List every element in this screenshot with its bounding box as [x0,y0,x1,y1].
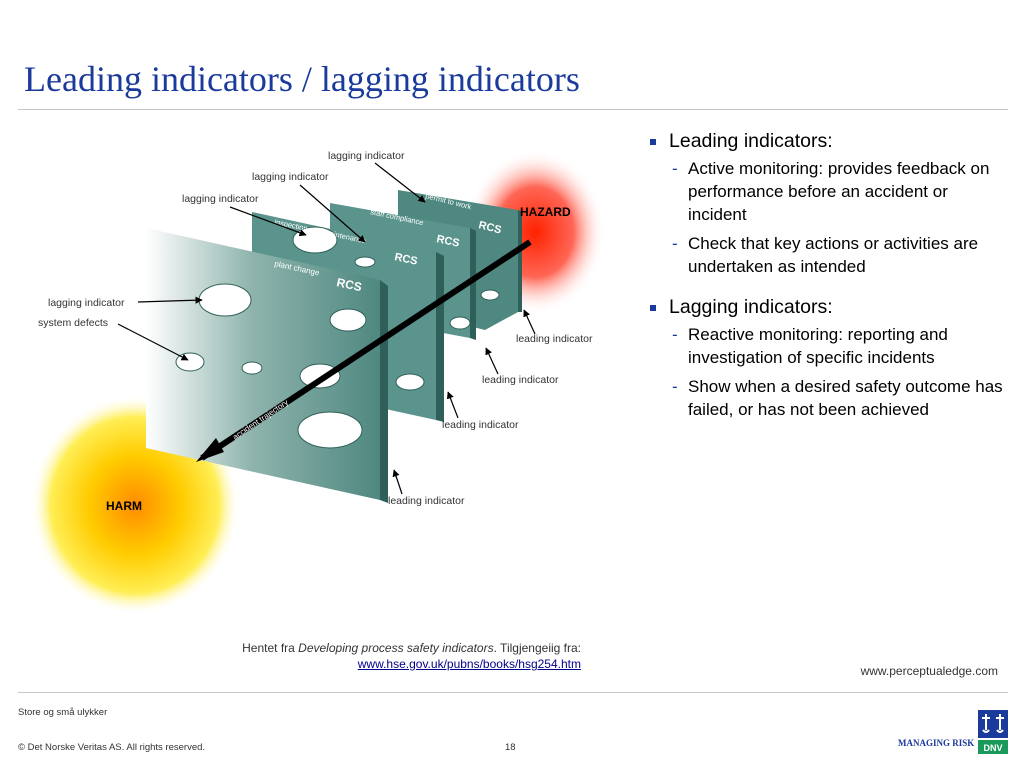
footer-course: Store og små ulykker [18,707,108,718]
lagging-indicator-label: lagging indicator [328,150,405,162]
harm-label: HARM [106,499,142,513]
bullet-square-icon [650,139,656,145]
sub-bullet: -Reactive monitoring: reporting and inve… [672,325,948,367]
source-prefix: Hentet fra [242,641,299,655]
sub-bullet-text: Active monitoring: provides feedback on … [688,159,990,224]
hazard-label: HAZARD [520,205,571,219]
sub-bullet-text: Reactive monitoring: reporting and inves… [688,325,948,367]
title-divider [18,109,1008,110]
leading-indicator-label: leading indicator [388,495,465,507]
source-suffix: . Tilgjengeiig fra: [493,641,581,655]
logo-text: DNV [983,743,1002,753]
bullet-leading: Leading indicators: [648,130,1008,153]
lagging-indicator-label: lagging indicator [48,297,125,309]
rcs-label: RCS [335,275,363,294]
rcs-label: RCS [477,219,502,236]
sub-bullet: -Show when a desired safety outcome has … [672,377,1003,419]
footer-copyright: © Det Norske Veritas AS. All rights rese… [18,742,206,753]
rcs-label: RCS [435,233,460,250]
system-defects-label: system defects [38,317,108,329]
accident-trajectory-arrow [200,239,532,461]
sub-bullet: -Active monitoring: provides feedback on… [672,159,990,224]
trajectory-arrowhead [196,438,224,462]
source-citation: Hentet fra Developing process safety ind… [242,640,581,672]
bullet-lagging: Lagging indicators: [648,296,1008,319]
swiss-cheese-diagram: permit to work RCS staff compliance RCS … [30,140,610,615]
bullet-text: Leading indicators: [669,130,833,152]
sub-bullet: -Check that key actions or activities ar… [672,234,979,276]
website-label: www.perceptualedge.com [860,664,998,678]
rcs-label: RCS [393,251,418,268]
leading-indicator-label: leading indicator [442,419,519,431]
sub-bullet-text: Check that key actions or activities are… [688,234,979,276]
plate-plant-change [146,228,388,503]
footer-divider [18,692,1008,693]
leading-indicator-label: leading indicator [516,333,593,345]
slide-title: Leading indicators / lagging indicators [24,59,580,99]
diagram-svg: permit to work RCS staff compliance RCS … [30,150,605,615]
lagging-indicator-label: lagging indicator [252,171,329,183]
bullet-text: Lagging indicators: [669,296,833,318]
leading-indicator-label: leading indicator [482,374,559,386]
managing-risk-label: MANAGING RISK [898,738,975,748]
sub-bullet-text: Show when a desired safety outcome has f… [688,377,1003,419]
bullet-square-icon [650,305,656,311]
lagging-indicator-label: lagging indicator [182,193,259,205]
dnv-logo: DNV [978,710,1008,759]
source-link[interactable]: www.hse.gov.uk/pubns/books/hsg254.htm [357,657,581,671]
page-number: 18 [505,742,516,753]
source-title: Developing process safety indicators [298,641,494,655]
bullet-list: Leading indicators: -Active monitoring: … [648,130,1008,427]
